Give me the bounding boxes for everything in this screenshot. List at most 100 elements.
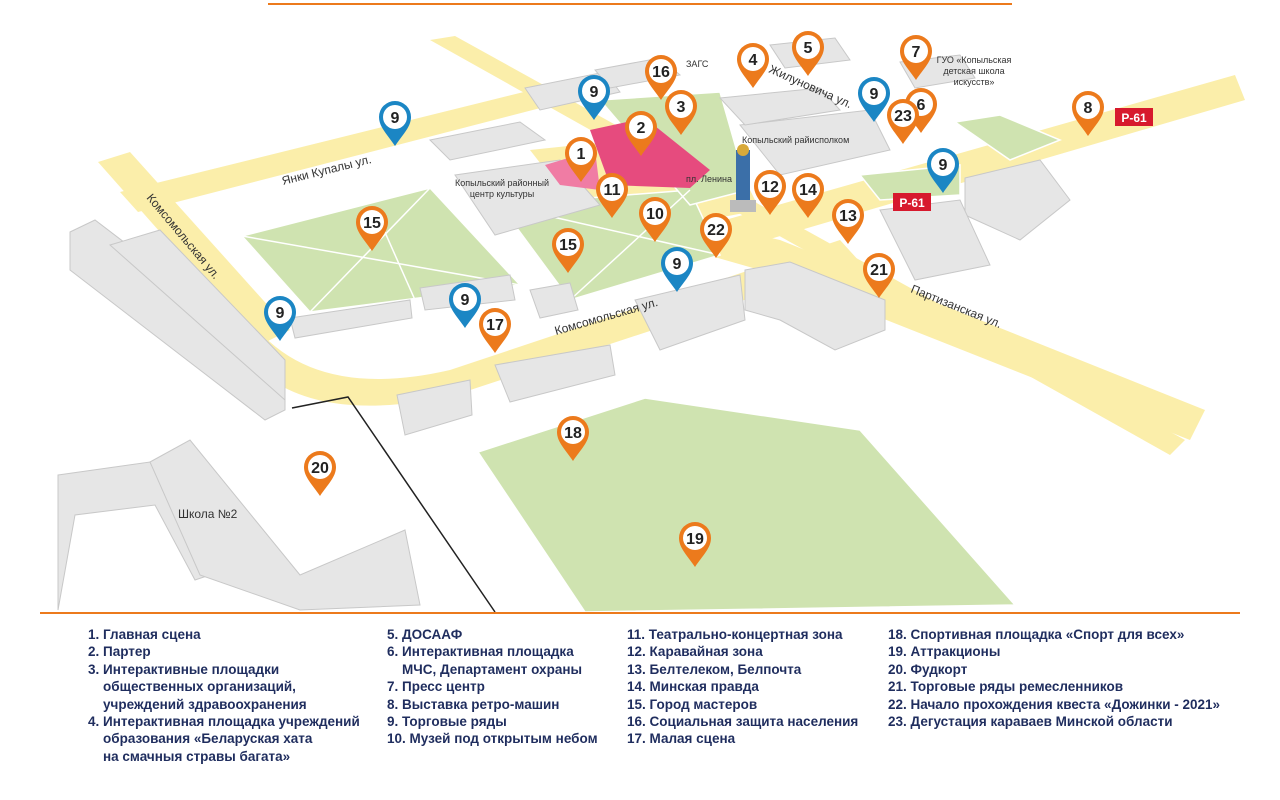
legend-line: Белтелеком, Белпочта (649, 661, 802, 677)
legend-number: 23. (888, 714, 911, 730)
building-l-shaped (744, 261, 886, 351)
legend-text: Спортивная площадка «Спорт для всех» (911, 626, 1238, 643)
map-marker-15[interactable]: 15 (356, 206, 388, 251)
legend-line: Торговые ряды ремесленников (910, 679, 1124, 695)
marker-inner-circle (383, 105, 407, 129)
marker-inner-circle (453, 287, 477, 311)
marker-number: 21 (870, 262, 888, 279)
legend-text: Главная сцена (103, 626, 368, 643)
legend-line: Интерактивные площадки (103, 661, 280, 677)
map-marker-3[interactable]: 3 (665, 90, 697, 135)
map-marker-23[interactable]: 23 (887, 99, 919, 144)
legend-text: Белтелеком, Белпочта (650, 661, 877, 678)
map-marker-20[interactable]: 20 (304, 451, 336, 496)
legend-number: 21. (888, 679, 911, 695)
marker-inner-circle (600, 177, 624, 201)
road-kupaly (120, 88, 556, 212)
legend-text: Начало прохождения квеста «Дожинки - 202… (911, 696, 1238, 713)
marker-inner-circle (669, 94, 693, 118)
legend-line: ДОСААФ (402, 627, 463, 642)
legend-line: общественных организаций, (103, 679, 296, 695)
map-marker-14[interactable]: 14 (792, 173, 824, 218)
legend-number: 6. (387, 644, 403, 660)
marker-inner-circle (931, 152, 955, 176)
marker-number: 10 (646, 206, 664, 223)
map-marker-10[interactable]: 10 (639, 197, 671, 242)
map-marker-19[interactable]: 19 (679, 522, 711, 567)
map-marker-4[interactable]: 4 (737, 43, 769, 88)
marker-number: 9 (590, 84, 599, 101)
lenin-square-label: пл. Ленина (686, 174, 732, 184)
legend-text: Выставка ретро-машин (402, 696, 617, 713)
building-east-1 (879, 199, 991, 281)
legend-line: Спортивная площадка «Спорт для всех» (910, 627, 1185, 642)
legend-line: Интерактивная площадка (402, 644, 574, 660)
main-stage-area (590, 118, 710, 188)
marker-number: 9 (673, 256, 682, 273)
map-marker-12[interactable]: 12 (754, 170, 786, 215)
map-marker-9[interactable]: 9 (858, 77, 890, 122)
map-marker-2[interactable]: 2 (625, 111, 657, 156)
map-marker-9[interactable]: 9 (449, 283, 481, 328)
marker-number: 8 (1084, 100, 1093, 117)
map-marker-16[interactable]: 16 (645, 55, 677, 100)
marker-inner-circle (741, 47, 765, 71)
map-marker-21[interactable]: 21 (863, 253, 895, 298)
legend-line: Фудкорт (910, 661, 968, 677)
svg-text:Р-61: Р-61 (1121, 111, 1147, 125)
legend-line: Выставка ретро-машин (402, 696, 560, 712)
map-marker-15[interactable]: 15 (552, 228, 584, 273)
marker-number: 14 (799, 182, 817, 199)
map-marker-9[interactable]: 9 (661, 247, 693, 292)
marker-inner-circle (758, 174, 782, 198)
legend-text: Фудкорт (911, 661, 1238, 678)
map-marker-11[interactable]: 11 (596, 173, 628, 218)
map-marker-9[interactable]: 9 (379, 101, 411, 146)
map-marker-8[interactable]: 8 (1072, 91, 1104, 136)
legend-number: 18. (888, 627, 911, 642)
legend-text: Минская правда (650, 678, 877, 695)
marker-inner-circle (569, 141, 593, 165)
marker-inner-circle (836, 203, 860, 227)
building-south-3 (396, 379, 473, 436)
legend-column-4: 18. Спортивная площадка «Спорт для всех»… (888, 626, 1238, 730)
marker-inner-circle (665, 251, 689, 275)
map-marker-5[interactable]: 5 (792, 31, 824, 76)
road-komsomolskaya-west (98, 152, 290, 345)
legend-line: на смачныя стравы багата» (103, 748, 291, 764)
legend-line: Каравайная зона (649, 644, 763, 660)
marker-number: 16 (652, 64, 670, 81)
school2-label: Школа №2 (178, 507, 238, 521)
legend-text: Аттракционы (911, 643, 1238, 660)
marker-inner-circle (683, 526, 707, 550)
legend-line: Дегустация караваев Минской области (910, 714, 1173, 730)
marker-inner-circle (1076, 95, 1100, 119)
building-komsomol-1 (289, 299, 413, 339)
legend-text: Интерактивные площадки общественных орган… (103, 661, 368, 713)
marker-inner-circle (268, 300, 292, 324)
map-marker-22[interactable]: 22 (700, 213, 732, 258)
legend-number: 22. (888, 696, 911, 712)
green-sport (476, 397, 1017, 613)
map-marker-18[interactable]: 18 (557, 416, 589, 461)
legend-line: Интерактивная площадка учреждений (103, 714, 360, 730)
legend-line: образования «Беларуская хата (103, 731, 313, 747)
legend-item: 19. Аттракционы (888, 643, 1238, 660)
map-marker-9[interactable]: 9 (578, 75, 610, 120)
marker-inner-circle (904, 39, 928, 63)
map-marker-9[interactable]: 9 (927, 148, 959, 193)
map-marker-9[interactable]: 9 (264, 296, 296, 341)
map-marker-1[interactable]: 1 (565, 137, 597, 182)
building-west-long (108, 229, 286, 402)
map-marker-7[interactable]: 7 (900, 35, 932, 80)
zags-label: ЗАГС (686, 59, 709, 69)
map-marker-17[interactable]: 17 (479, 308, 511, 353)
legend-text: Каравайная зона (650, 643, 877, 660)
map-marker-13[interactable]: 13 (832, 199, 864, 244)
legend-item: 9. Торговые ряды (387, 713, 617, 730)
legend-item: 8. Выставка ретро-машин (387, 696, 617, 713)
route-badge-r61-east: Р-61 (1115, 108, 1153, 126)
legend-item: 14. Минская правда (627, 678, 877, 695)
legend-number: 8. (387, 696, 403, 712)
